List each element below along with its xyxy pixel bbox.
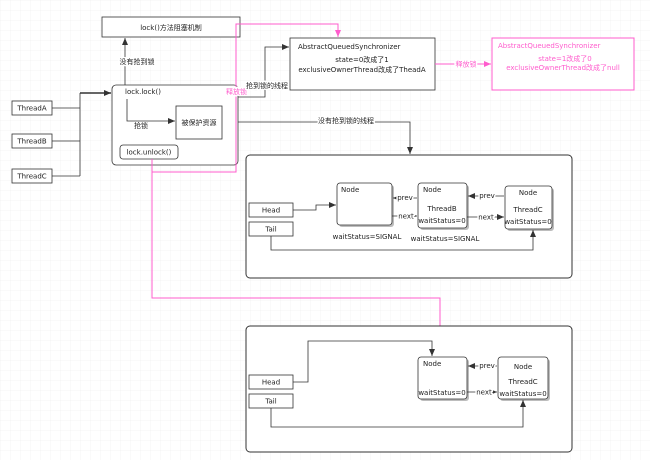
thread-b-label: ThreadB	[16, 138, 46, 146]
waiting-queue-panel: Head Tail Node waitStatus=SIGNAL Node Th…	[245, 154, 573, 279]
not-acquired-label: 没有抢到锁	[120, 57, 155, 66]
node-label: Node	[519, 189, 537, 197]
next-pointer-label: next	[476, 389, 492, 397]
release-aqs-label: 释放锁	[456, 60, 477, 69]
aqs-locked-title: AbstractQueuedSynchronizer	[298, 43, 401, 51]
queue-head-box: Head	[248, 202, 294, 218]
node-wait-status: waitStatus=0	[418, 217, 465, 225]
queue-tail-box: Tail	[248, 393, 294, 409]
aqs-locked-box: AbstractQueuedSynchronizer state=0改成了1 e…	[289, 37, 436, 91]
queue-head-box: Head	[248, 374, 294, 390]
aqs-released-title: AbstractQueuedSynchronizer	[498, 42, 601, 50]
thread-b-box: ThreadB	[11, 133, 53, 149]
node-wait-status: waitStatus=0	[418, 389, 465, 397]
release-path-to-aqs	[152, 23, 341, 173]
prev-pointer-label: prev	[479, 362, 495, 370]
node-label: Node	[423, 360, 441, 368]
queue-tail-label: Tail	[264, 226, 276, 234]
thread-a-box: ThreadA	[11, 100, 53, 116]
queue-node-head: Node waitStatus=0	[417, 356, 469, 401]
node-label: Node	[514, 363, 532, 371]
next-pointer-label: next	[478, 214, 494, 222]
unlock-call-label: lock.unlock()	[127, 149, 172, 157]
released-queue-panel: Head Tail Node waitStatus=0 Node ThreadC…	[245, 325, 573, 453]
acquired-thread-label: 抢到锁的线程	[246, 81, 288, 90]
queue-tail-box: Tail	[248, 221, 294, 237]
grab-lock-arrow	[126, 99, 175, 124]
tail-pointer-arrow	[270, 230, 536, 251]
prev-pointer-label: prev	[479, 192, 495, 200]
protected-resource-box: 被保护资源	[175, 105, 223, 140]
tail-pointer-arrow	[270, 400, 526, 428]
release-label: 释放锁	[226, 87, 247, 96]
unlock-box: lock.unlock()	[119, 144, 179, 160]
prev-pointer-label: prev	[397, 194, 413, 202]
node-label: Node	[341, 186, 359, 194]
blocking-mechanism-label: lock()方法阻塞机制	[140, 23, 202, 32]
aqs-locked-owner: exclusiveOwnerThread改成了TheadA	[298, 65, 426, 74]
queue-head-label: Head	[262, 379, 280, 387]
thread-c-label: ThreadC	[16, 173, 46, 181]
node-wait-status-below: waitStatus=SIGNAL	[333, 233, 402, 241]
aqs-locked-state: state=0改成了1	[335, 55, 389, 64]
lock-call-label: lock.lock()	[125, 88, 161, 96]
blocking-mechanism-box: lock()方法阻塞机制	[101, 16, 241, 38]
next-pointer-label: next	[398, 213, 414, 221]
queue-node-thread-c: Node ThreadC waitStatus=0	[497, 356, 550, 401]
node-thread-label: ThreadB	[426, 205, 456, 213]
head-pointer-arrow	[293, 340, 435, 383]
aqs-released-box: AbstractQueuedSynchronizer state=1改成了0 e…	[491, 37, 635, 91]
aqs-released-state: state=1改成了0	[538, 54, 592, 63]
acquired-thread-arrow	[238, 44, 289, 98]
queue-tail-label: Tail	[264, 398, 276, 406]
queue-node-thread-b: Node ThreadB waitStatus=0	[417, 182, 469, 230]
not-acquired-threads-label: 没有抢到锁的线程	[318, 116, 374, 125]
head-pointer-arrow	[293, 202, 336, 211]
node-label: Node	[423, 186, 441, 194]
thread-c-box: ThreadC	[11, 168, 53, 184]
protected-resource-label: 被保护资源	[182, 118, 217, 127]
node-thread-label: ThreadC	[507, 378, 537, 386]
queue-node-thread-c: Node ThreadC waitStatus=0	[504, 185, 554, 231]
not-acquired-threads-arrow	[238, 121, 413, 154]
lock-box: lock.lock() 抢锁 被保护资源 lock.unlock()	[111, 84, 239, 166]
node-wait-status-below: waitStatus=SIGNAL	[411, 235, 480, 243]
node-wait-status: waitStatus=0	[504, 218, 551, 226]
queue-node-sentinel: Node	[336, 182, 394, 227]
thread-a-label: ThreadA	[16, 105, 46, 113]
queue-head-label: Head	[262, 207, 280, 215]
node-thread-label: ThreadC	[512, 206, 542, 214]
node-wait-status: waitStatus=0	[499, 390, 546, 398]
grab-lock-label: 抢锁	[134, 121, 148, 130]
aqs-released-owner: exclusiveOwnerThread改成了null	[506, 63, 620, 72]
